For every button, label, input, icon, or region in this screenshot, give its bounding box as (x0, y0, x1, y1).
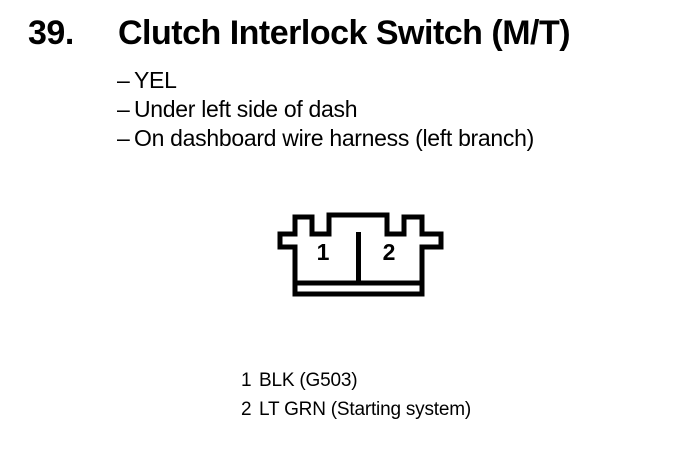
section-number: 39. (28, 14, 74, 52)
legend-pin-label: LT GRN (Starting system) (259, 399, 471, 420)
legend-pin-label: BLK (G503) (259, 370, 358, 391)
note-text-harness: On dashboard wire harness (left branch) (134, 125, 534, 151)
dash-marker: – (117, 125, 130, 151)
dash-marker: – (117, 96, 130, 122)
section-header: 39. Clutch Interlock Switch (M/T) (28, 14, 571, 53)
notes-list: – YEL – Under left side of dash – On das… (117, 66, 534, 153)
legend-entry: 2 LT GRN (Starting system) (241, 395, 471, 424)
page-title: Clutch Interlock Switch (M/T) (118, 14, 571, 52)
note-line: – YEL (117, 66, 534, 95)
pin-2-cavity-label: 2 (383, 239, 396, 265)
pin-1-cavity-label: 1 (317, 239, 330, 265)
connector-diagram: 1 2 (270, 205, 450, 305)
legend-pin-number: 2 (241, 399, 252, 420)
note-line: – Under left side of dash (117, 95, 534, 124)
note-text-wire-color: YEL (134, 67, 177, 93)
legend-entry: 1 BLK (G503) (241, 366, 471, 395)
pin-legend: 1 BLK (G503) 2 LT GRN (Starting system) (241, 366, 471, 424)
legend-pin-number: 1 (241, 370, 252, 391)
connector-face-drawing: 1 2 (277, 212, 444, 297)
note-text-location: Under left side of dash (134, 96, 358, 122)
note-line: – On dashboard wire harness (left branch… (117, 124, 534, 153)
dash-marker: – (117, 67, 130, 93)
